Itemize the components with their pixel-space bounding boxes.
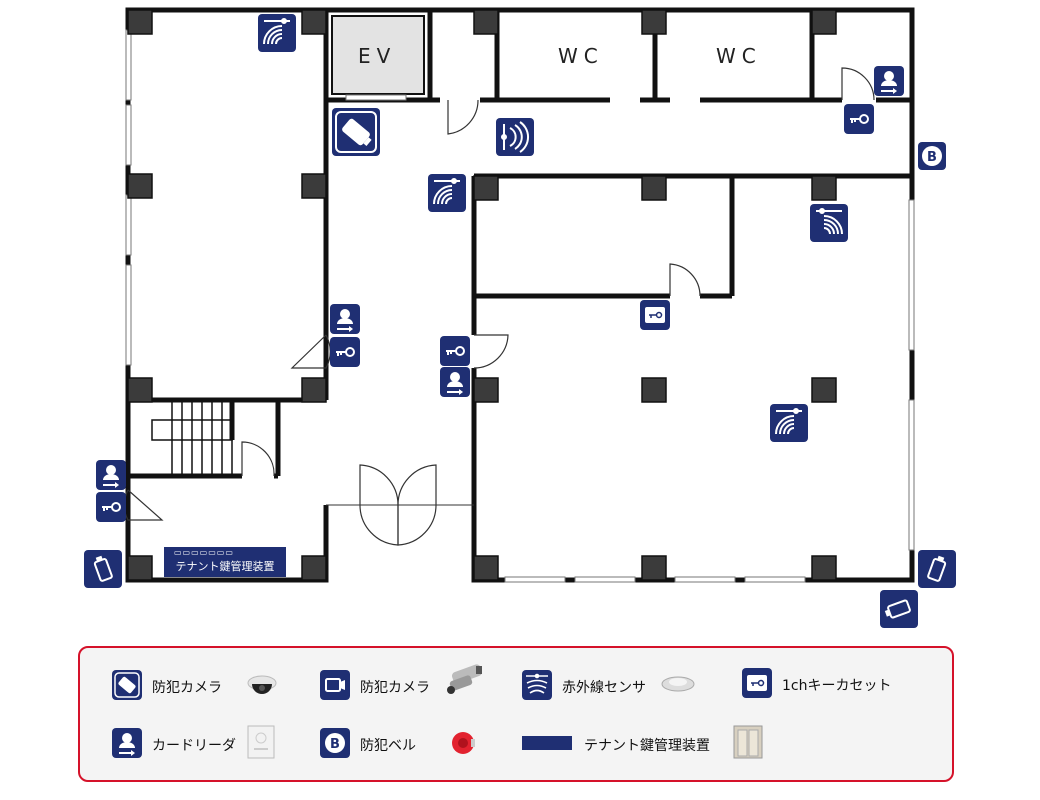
inner-walls xyxy=(125,10,912,580)
card-reader-icon xyxy=(330,304,360,334)
tenant-key-legend-bar xyxy=(522,736,572,750)
card-reader-icon xyxy=(440,367,470,397)
tenant-key-slots: ▭▭▭▭▭▭▭ xyxy=(174,548,234,557)
alarm-bell-icon: B xyxy=(918,142,946,170)
ir-sensor-icon xyxy=(810,204,848,242)
ir-sensor-icon xyxy=(258,14,296,52)
alarm-bell-icon: B xyxy=(320,728,350,758)
svg-text:B: B xyxy=(330,737,340,752)
svg-text:B: B xyxy=(927,150,937,165)
alarm-bell-photo xyxy=(448,728,478,762)
room-label-wc-1: WC xyxy=(558,44,604,68)
legend-label-ir-sensor: 赤外線センサ xyxy=(562,680,646,696)
dome-camera-photo xyxy=(244,670,280,704)
window-strips xyxy=(125,29,915,583)
dome-camera-icon xyxy=(112,670,142,700)
ir-sensor-photo xyxy=(660,672,696,700)
key-icon xyxy=(330,337,360,367)
bullet-camera-icon xyxy=(320,670,350,700)
ir-sensor-icon xyxy=(496,118,534,156)
legend-label-alarm-bell: 防犯ベル xyxy=(360,738,416,754)
dome-camera-icon xyxy=(332,108,380,156)
legend-label-card-reader: カードリーダ xyxy=(152,738,236,754)
legend-label-camera-bullet: 防犯カメラ xyxy=(360,680,430,696)
card-reader-icon xyxy=(874,66,904,96)
key-icon xyxy=(96,492,126,522)
stairs xyxy=(151,402,233,476)
doors xyxy=(123,67,875,546)
card-reader-icon xyxy=(112,728,142,758)
key-cassette-icon xyxy=(742,668,772,698)
key-icon xyxy=(440,336,470,366)
key-icon xyxy=(844,104,874,134)
columns xyxy=(127,9,837,581)
card-reader-icon xyxy=(96,460,126,490)
room-label-ev: EV xyxy=(358,44,397,68)
legend-box: 防犯カメラ 防犯カメラ 赤外線センサ 1chキーカセット カードリーダ B 防犯… xyxy=(78,646,954,782)
ir-sensor-icon xyxy=(770,404,808,442)
room-label-wc-2: WC xyxy=(716,44,762,68)
ir-sensor-icon xyxy=(428,174,466,212)
tenant-key-manager-label: テナント鍵管理装置 xyxy=(175,560,275,573)
bullet-camera-icon xyxy=(84,550,122,588)
legend-label-camera-dome: 防犯カメラ xyxy=(152,680,222,696)
bullet-camera-icon xyxy=(880,590,918,628)
tenant-key-manager-device: ▭▭▭▭▭▭▭ テナント鍵管理装置 xyxy=(164,547,286,577)
elevator xyxy=(331,15,425,101)
card-reader-photo xyxy=(246,724,276,764)
ir-sensor-icon xyxy=(522,670,552,700)
tenant-key-photo xyxy=(732,724,764,764)
bullet-camera-photo xyxy=(442,664,488,704)
bullet-camera-icon xyxy=(918,550,956,588)
legend-label-tenant-key: テナント鍵管理装置 xyxy=(584,738,710,754)
key-cassette-icon xyxy=(640,300,670,330)
floor-plan xyxy=(123,7,915,583)
legend-label-key-cassette: 1chキーカセット xyxy=(782,678,892,694)
